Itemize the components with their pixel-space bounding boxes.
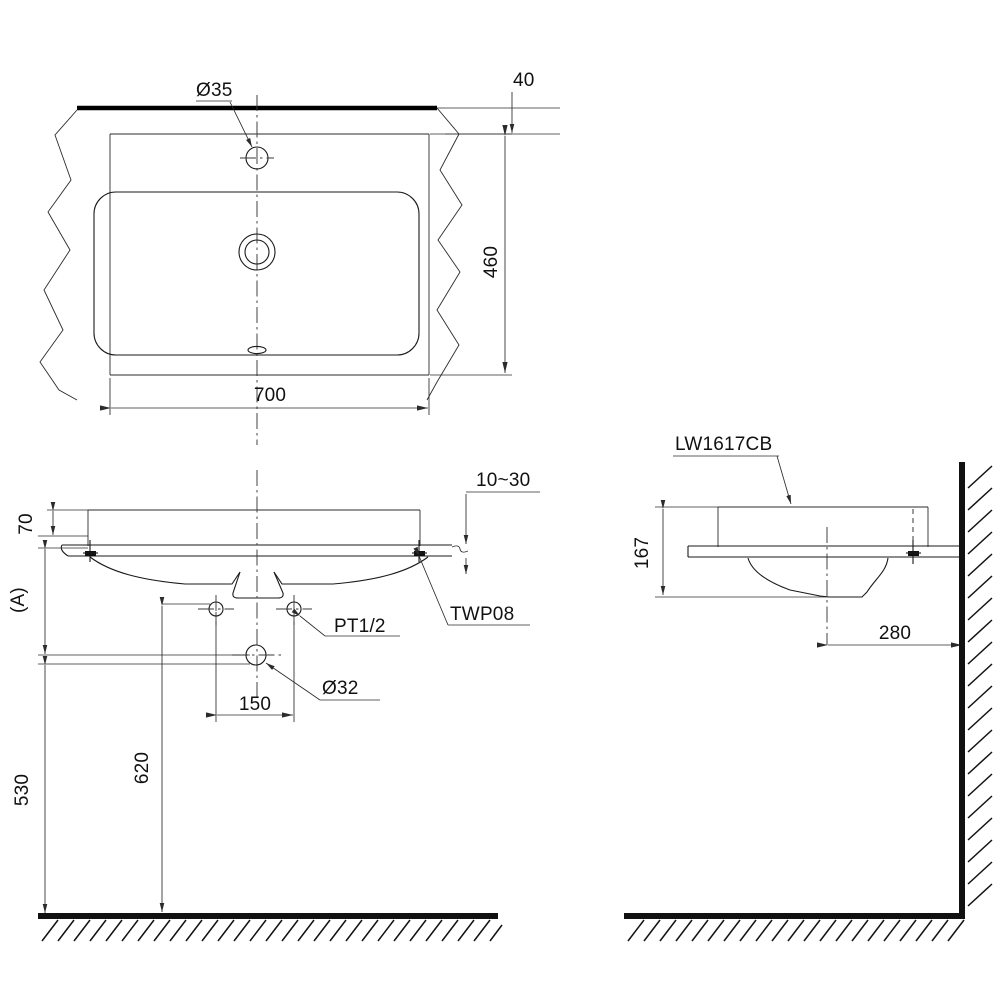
dim-70-label: 70 <box>16 513 37 535</box>
front-view-floor-hatch <box>41 919 503 942</box>
side-view-bracket <box>906 540 921 564</box>
side-view-floor <box>624 913 965 942</box>
dim-167-group: 167 <box>632 500 830 598</box>
dim-460-label: 460 <box>481 246 502 278</box>
dim-700-label: 700 <box>254 385 286 406</box>
front-view-bracket-left <box>83 540 98 562</box>
front-view-counter-slab <box>87 509 421 546</box>
side-view-group: LW1617CB 167 280 <box>624 434 993 942</box>
front-view-bowl-underside <box>89 556 241 585</box>
dim-530-label: 530 <box>12 774 33 806</box>
dim-70-group: 70 <box>16 502 88 537</box>
callout-twp08: TWP08 <box>413 546 530 626</box>
front-view-trap-boss <box>232 571 284 599</box>
callout-twp08-label: TWP08 <box>450 604 514 625</box>
top-view-right-break-line <box>426 107 463 401</box>
callout-dia32: Ø32 <box>265 662 380 701</box>
dim-460-group: 460 <box>430 125 512 376</box>
callout-pt12: PT1/2 <box>291 608 400 637</box>
dim-A-label: (A) <box>8 587 29 613</box>
front-view-bowl-underside-right <box>273 556 429 585</box>
dim-280-group: 280 <box>817 623 962 648</box>
dim-1030-group: 10~30 <box>451 470 540 574</box>
side-view-rim <box>687 545 962 558</box>
overflow-slot-symbol <box>247 345 267 355</box>
side-view-floor-hatch <box>627 919 965 942</box>
dim-700-group: 700 <box>100 378 430 415</box>
dim-280-label: 280 <box>879 623 911 644</box>
callout-lw1617cb: LW1617CB <box>673 434 792 505</box>
dim-40-group: 40 <box>437 70 560 135</box>
top-view-group: 700 460 40 Ø35 <box>39 70 560 445</box>
dim-1030-label: 10~30 <box>476 470 530 491</box>
dim-150-group: 150 <box>206 612 295 722</box>
side-view-counter-slab <box>717 506 929 547</box>
callout-dia35: Ø35 <box>196 80 253 148</box>
dim-150-label: 150 <box>239 694 271 715</box>
dim-530-group: 530 <box>12 656 250 913</box>
callout-lw1617cb-label: LW1617CB <box>675 434 772 455</box>
side-view-wall <box>959 462 993 914</box>
front-view-floor <box>38 913 503 942</box>
dim-167-label: 167 <box>632 537 653 569</box>
callout-pt12-label: PT1/2 <box>334 616 386 637</box>
front-view-group: Ø32 PT1/2 TWP08 10~30 70 <box>8 470 540 942</box>
dim-620-label: 620 <box>132 752 153 784</box>
callout-dia32-label: Ø32 <box>322 678 359 699</box>
side-view-bowl-left <box>747 557 831 598</box>
dim-40-label: 40 <box>513 70 535 91</box>
callout-dia35-label: Ø35 <box>196 80 233 101</box>
drain-hole-symbol <box>238 233 276 271</box>
side-view-wall-hatch <box>967 465 993 907</box>
top-view-counter-outline <box>109 133 430 376</box>
dim-A-group: (A) <box>8 540 250 656</box>
top-view-left-break-line <box>39 109 78 401</box>
dim-620-group: 620 <box>132 597 210 912</box>
top-view-basin-bowl <box>93 191 420 356</box>
faucet-hole-symbol <box>240 146 274 170</box>
side-view-bowl-right <box>830 557 889 598</box>
